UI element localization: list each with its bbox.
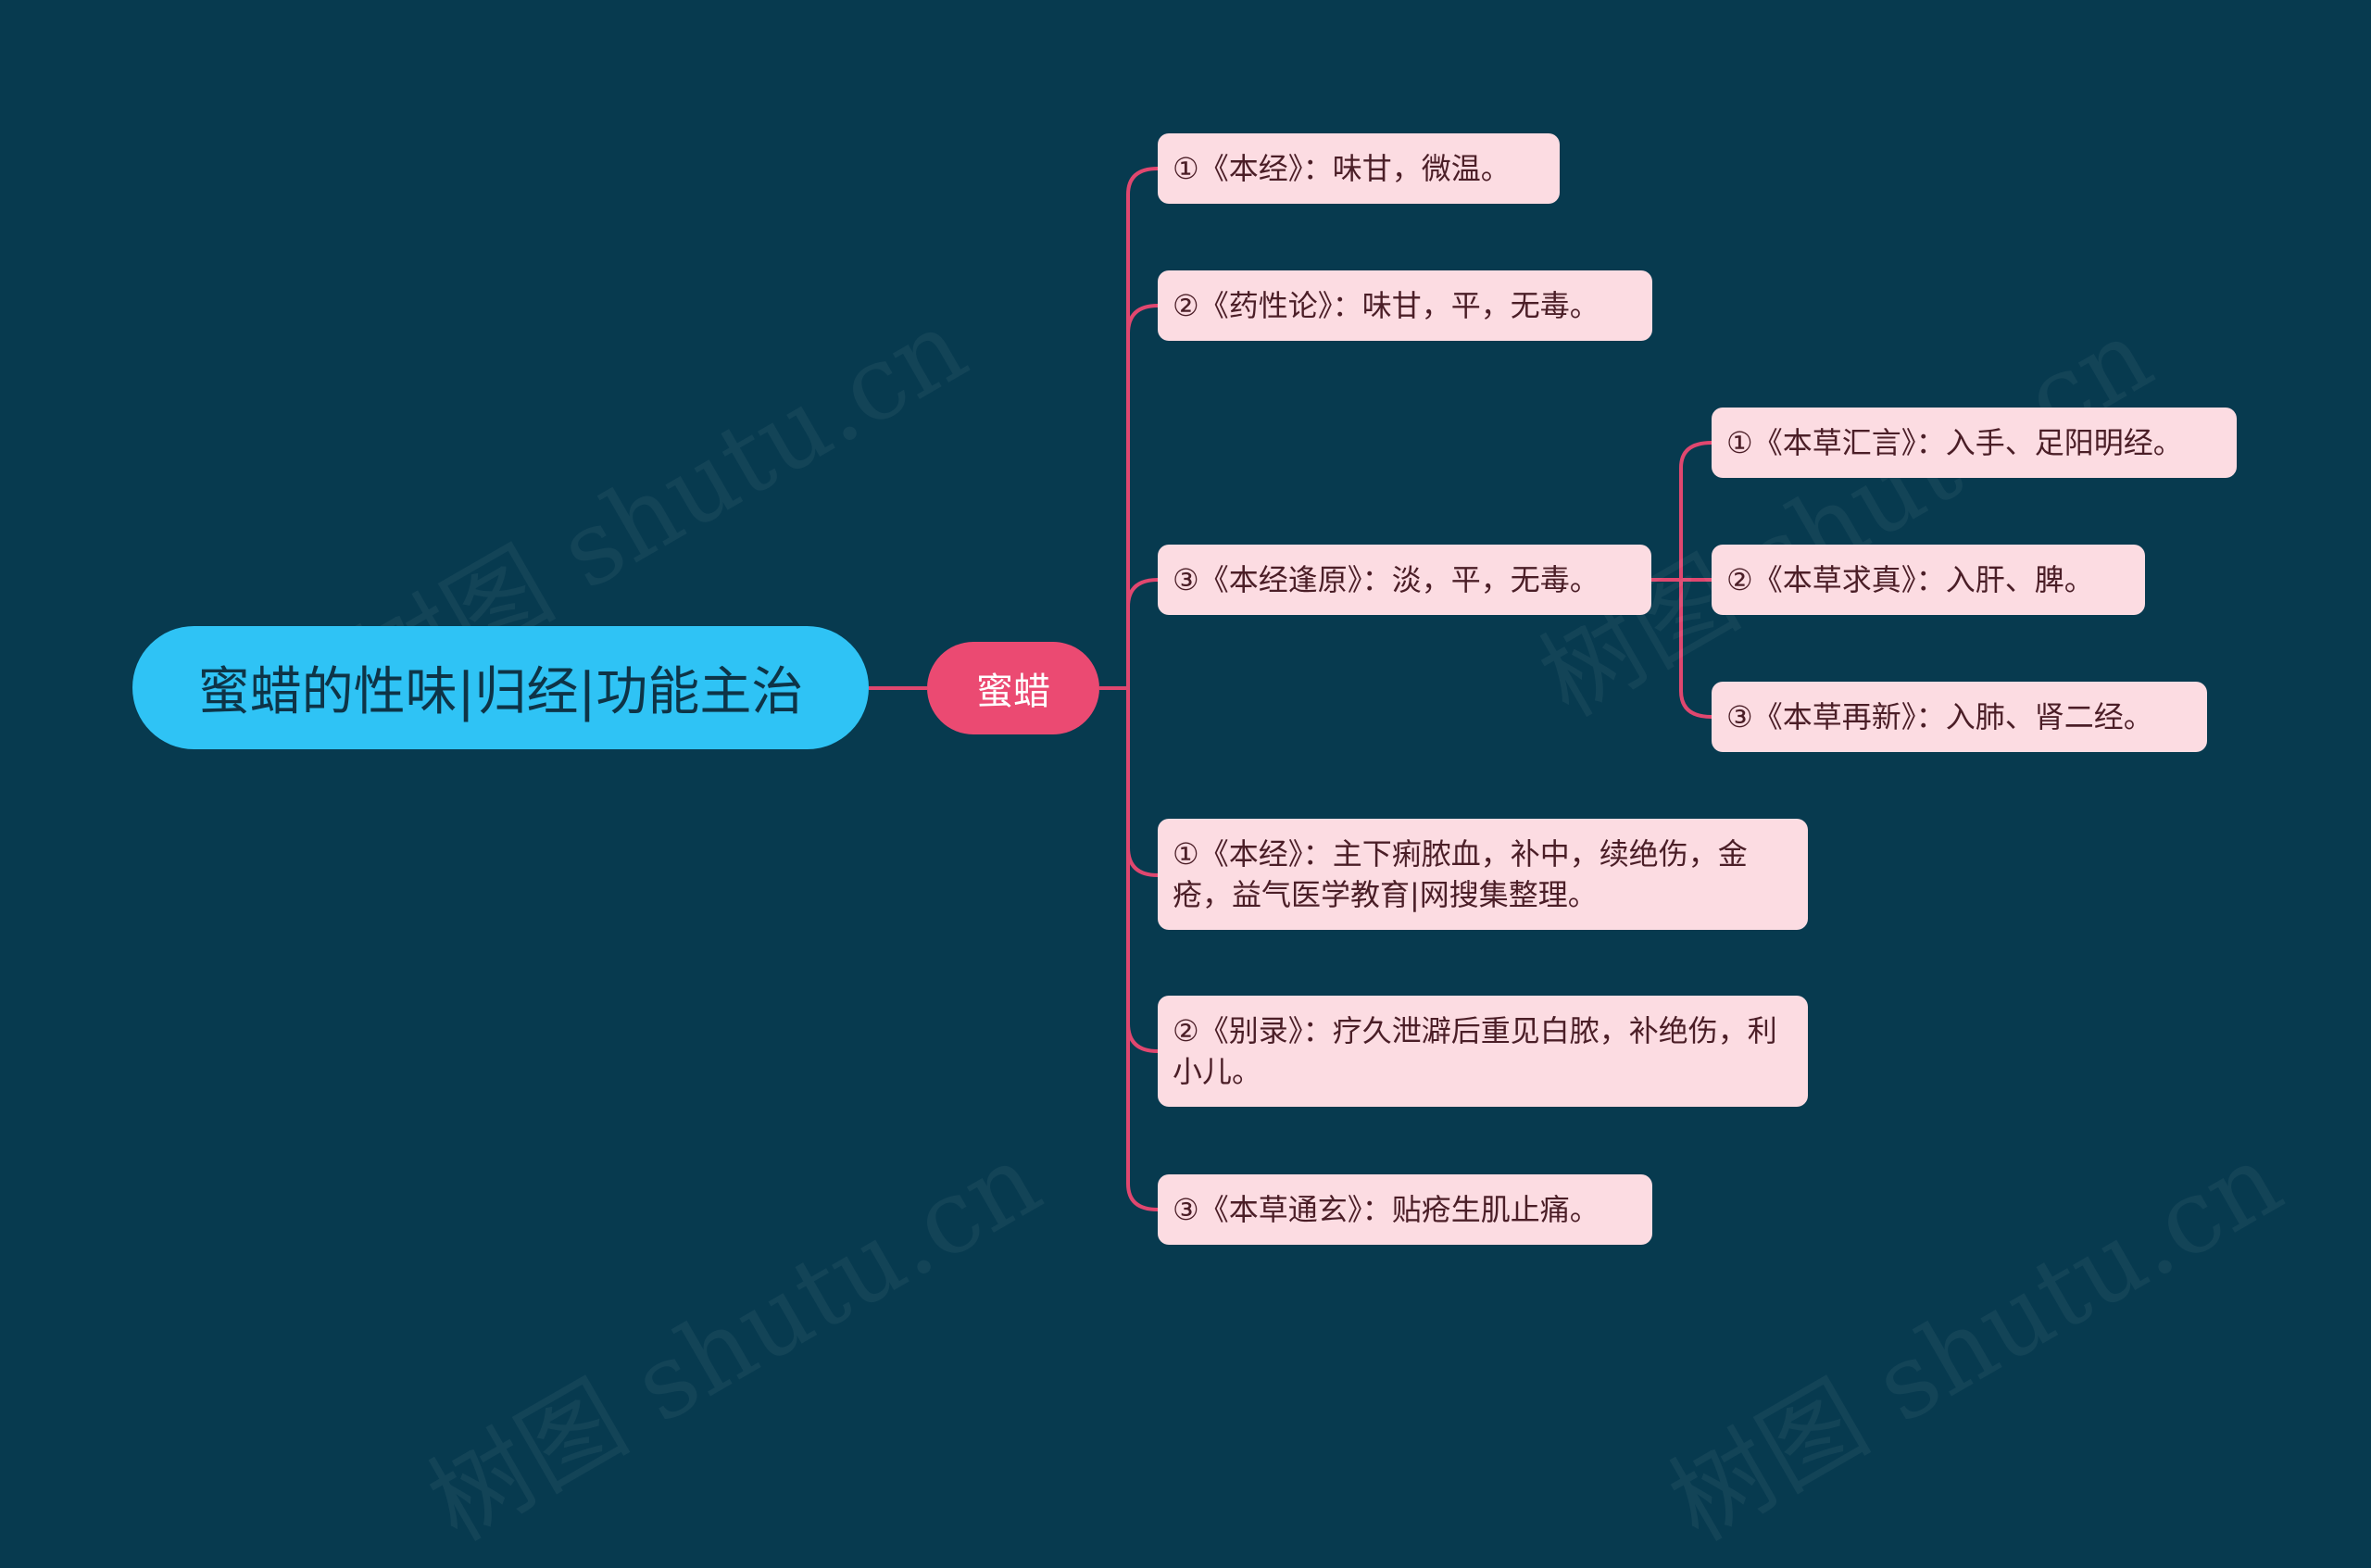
link-subleaf-1 [1679,441,1712,580]
leaf-node-label: ③《本经逢原》：淡，平，无毒。 [1173,562,1599,597]
leaf-node-label: ②《药性论》：味甘，平，无毒。 [1173,288,1599,323]
leaf-node-label: ①《本经》：味甘，微温。 [1173,151,1511,186]
branch-node[interactable]: 蜜蜡 [927,642,1099,734]
subleaf-node-label: ①《本草汇言》：入手、足阳明经。 [1726,425,2183,460]
leaf-node[interactable]: ②《别录》：疗久泄澼后重见白脓，补绝伤，利小儿。 [1158,996,1808,1107]
subleaf-node-label: ②《本草求真》：入肝、脾。 [1726,562,2094,597]
link-leaf-1 [1126,167,1159,688]
leaf-node-label: ③《本草通玄》：贴疮生肌止痛。 [1173,1192,1599,1227]
subleaf-node[interactable]: ③《本草再新》：入肺、肾二经。 [1712,682,2207,752]
root-node[interactable]: 蜜蜡的性味|归经|功能主治 [132,626,869,749]
root-node-label: 蜜蜡的性味|归经|功能主治 [197,662,804,722]
connector-lines [869,167,1712,1211]
leaf-node[interactable]: ③《本草通玄》：贴疮生肌止痛。 [1158,1174,1652,1245]
subleaf-node[interactable]: ①《本草汇言》：入手、足阳明经。 [1712,408,2237,478]
leaf-node[interactable]: ②《药性论》：味甘，平，无毒。 [1158,270,1652,341]
link-leaf-2 [1126,304,1159,688]
subleaf-node-label: ③《本草再新》：入肺、肾二经。 [1726,699,2153,734]
leaf-node-label: ①《本经》：主下痢脓血，补中，续绝伤，金疮，益气医学教育|网搜集整理。 [1173,836,1748,912]
subleaf-node[interactable]: ②《本草求真》：入肝、脾。 [1712,545,2145,615]
link-leaf-5 [1126,688,1159,1053]
link-leaf-3 [1126,578,1159,688]
leaf-node-label: ②《别录》：疗久泄澼后重见白脓，补绝伤，利小儿。 [1173,1013,1777,1089]
leaf-node[interactable]: ①《本经》：主下痢脓血，补中，续绝伤，金疮，益气医学教育|网搜集整理。 [1158,819,1808,930]
link-subleaf-3 [1679,580,1712,719]
link-leaf-6 [1126,688,1159,1211]
leaf-node[interactable]: ③《本经逢原》：淡，平，无毒。 [1158,545,1651,615]
leaf-node[interactable]: ①《本经》：味甘，微温。 [1158,133,1560,204]
branch-node-label: 蜜蜡 [976,671,1050,713]
link-leaf-4 [1126,688,1159,877]
